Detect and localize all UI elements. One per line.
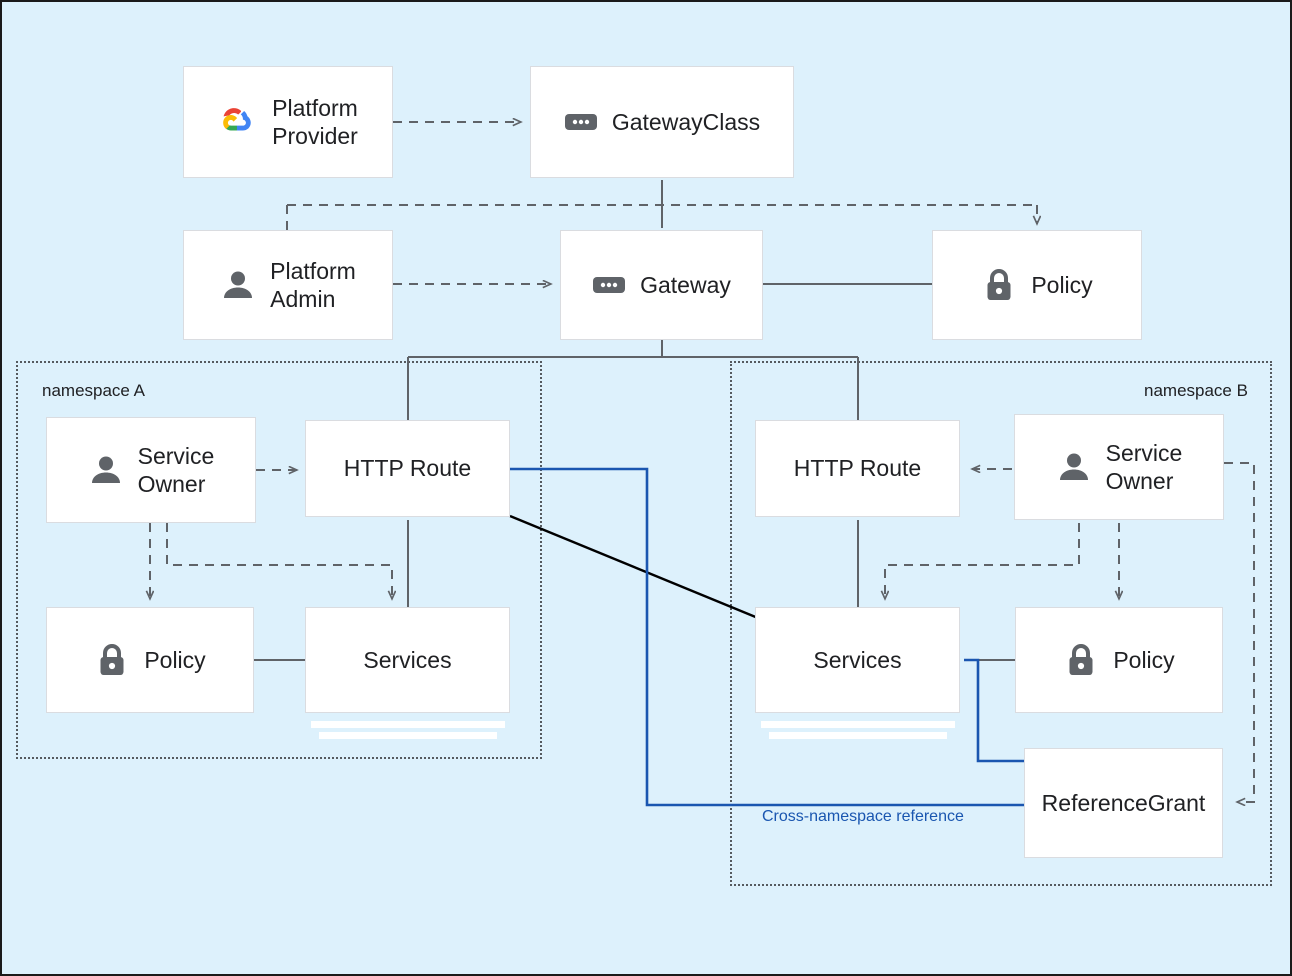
node-label: Services [363,646,452,673]
node-http-route-a[interactable]: HTTP Route [305,420,510,517]
node-gateway-class[interactable]: GatewayClass [530,66,794,178]
node-policy-b[interactable]: Policy [1015,607,1223,713]
node-services-a[interactable]: Services [305,607,510,713]
node-label: Platform Admin [270,257,356,312]
node-reference-grant[interactable]: ReferenceGrant [1024,748,1223,858]
node-label: Policy [1113,646,1175,673]
node-label: Policy [144,646,206,673]
lock-icon [1063,641,1099,679]
node-service-owner-b[interactable]: Service Owner [1014,414,1224,520]
node-policy-top[interactable]: Policy [932,230,1142,340]
node-service-owner-a[interactable]: Service Owner [46,417,256,523]
gateway-class-icon [564,110,598,134]
node-label: Service Owner [137,442,215,497]
node-platform-admin[interactable]: Platform Admin [183,230,393,340]
edge-httproute-a-services-b-black [509,514,759,620]
namespace-b-label: namespace B [1144,381,1248,400]
services-b-stack-bar-2 [769,732,947,739]
person-icon [1056,449,1092,485]
node-label: HTTP Route [343,455,472,482]
node-label: Platform Provider [272,94,358,149]
gateway-icon [592,273,626,297]
node-policy-a[interactable]: Policy [46,607,254,713]
node-gateway[interactable]: Gateway [560,230,763,340]
google-cloud-logo-icon [218,102,258,142]
node-label: ReferenceGrant [1041,789,1206,816]
node-platform-provider[interactable]: Platform Provider [183,66,393,178]
node-label: GatewayClass [611,108,761,135]
node-label: Service Owner [1105,439,1183,494]
person-icon [220,267,256,303]
namespace-a-label: namespace A [42,381,146,400]
node-services-b[interactable]: Services [755,607,960,713]
services-a-stack-bar-2 [319,732,497,739]
services-a-stack-bar-1 [311,721,505,728]
lock-icon [94,641,130,679]
cross-namespace-reference-label: Cross-namespace reference [762,808,964,825]
node-label: Gateway [640,271,731,298]
node-label: Services [813,646,902,673]
person-icon [88,452,124,488]
lock-icon [981,266,1017,304]
node-http-route-b[interactable]: HTTP Route [755,420,960,517]
node-label: Policy [1031,271,1093,298]
services-b-stack-bar-1 [761,721,955,728]
node-label: HTTP Route [793,455,922,482]
